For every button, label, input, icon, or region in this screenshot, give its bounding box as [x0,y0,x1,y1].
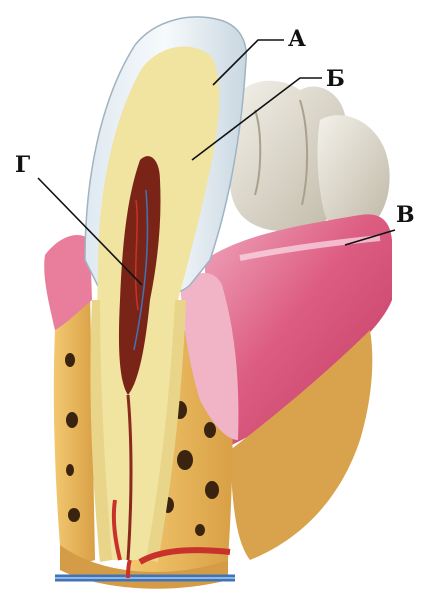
label-a: А [288,26,306,52]
label-g: Г [15,152,30,178]
label-v: В [396,202,415,228]
label-b: Б [326,66,345,92]
back-teeth [228,81,390,232]
